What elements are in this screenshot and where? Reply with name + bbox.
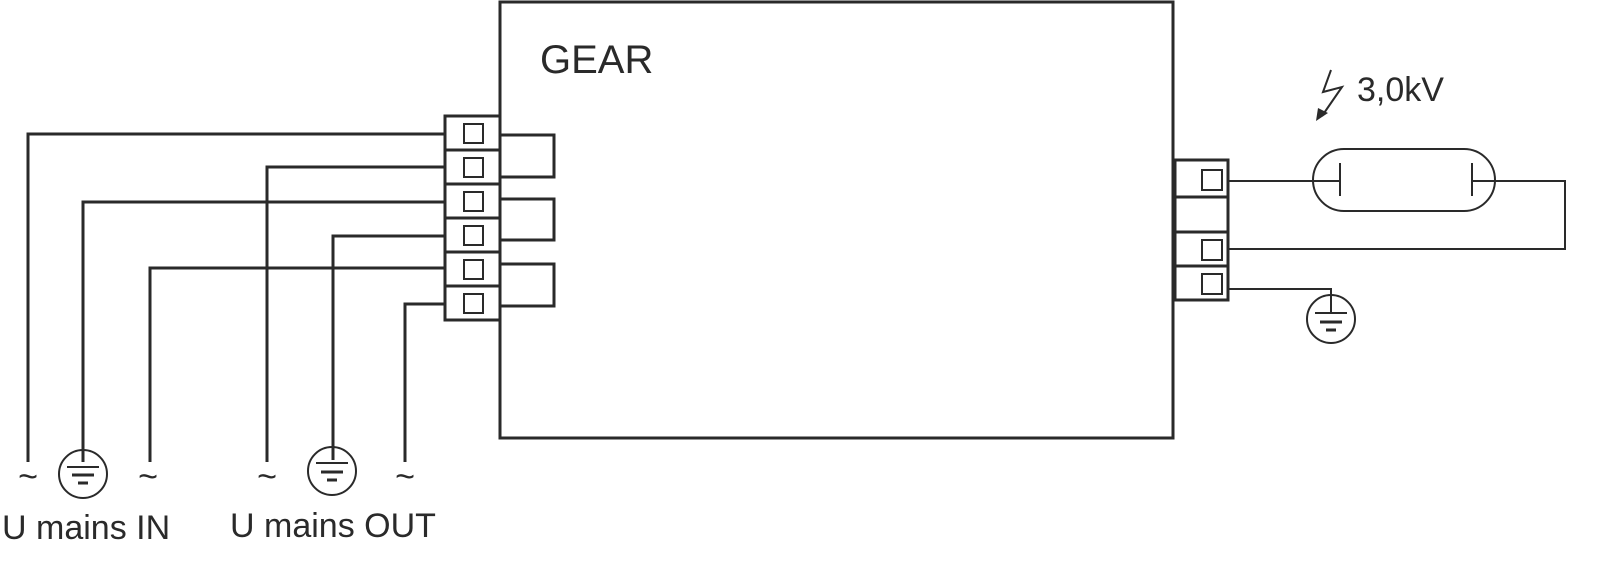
ac-symbol: ~: [18, 458, 38, 496]
lamp-icon: [1312, 148, 1496, 212]
mains-out-label: U mains OUT: [230, 507, 436, 545]
ground-icon: [307, 446, 357, 496]
ground-icon: [1306, 294, 1356, 344]
ground-icon: [58, 449, 108, 499]
ac-symbol: ~: [138, 458, 158, 496]
lamp-wires: [1228, 180, 1566, 306]
mains-in-label: U mains IN: [2, 509, 170, 547]
lightning-arrow-icon: [1316, 69, 1345, 121]
terminal-bridges: [500, 133, 556, 308]
gear-label: GEAR: [540, 38, 653, 82]
ac-symbol: ~: [257, 458, 277, 496]
ac-symbol: ~: [395, 458, 415, 496]
output-terminal-block: [1173, 158, 1230, 302]
ignition-voltage-label: 3,0kV: [1357, 71, 1444, 109]
input-terminal-block: [443, 114, 502, 322]
mains-wires: [26, 132, 445, 462]
